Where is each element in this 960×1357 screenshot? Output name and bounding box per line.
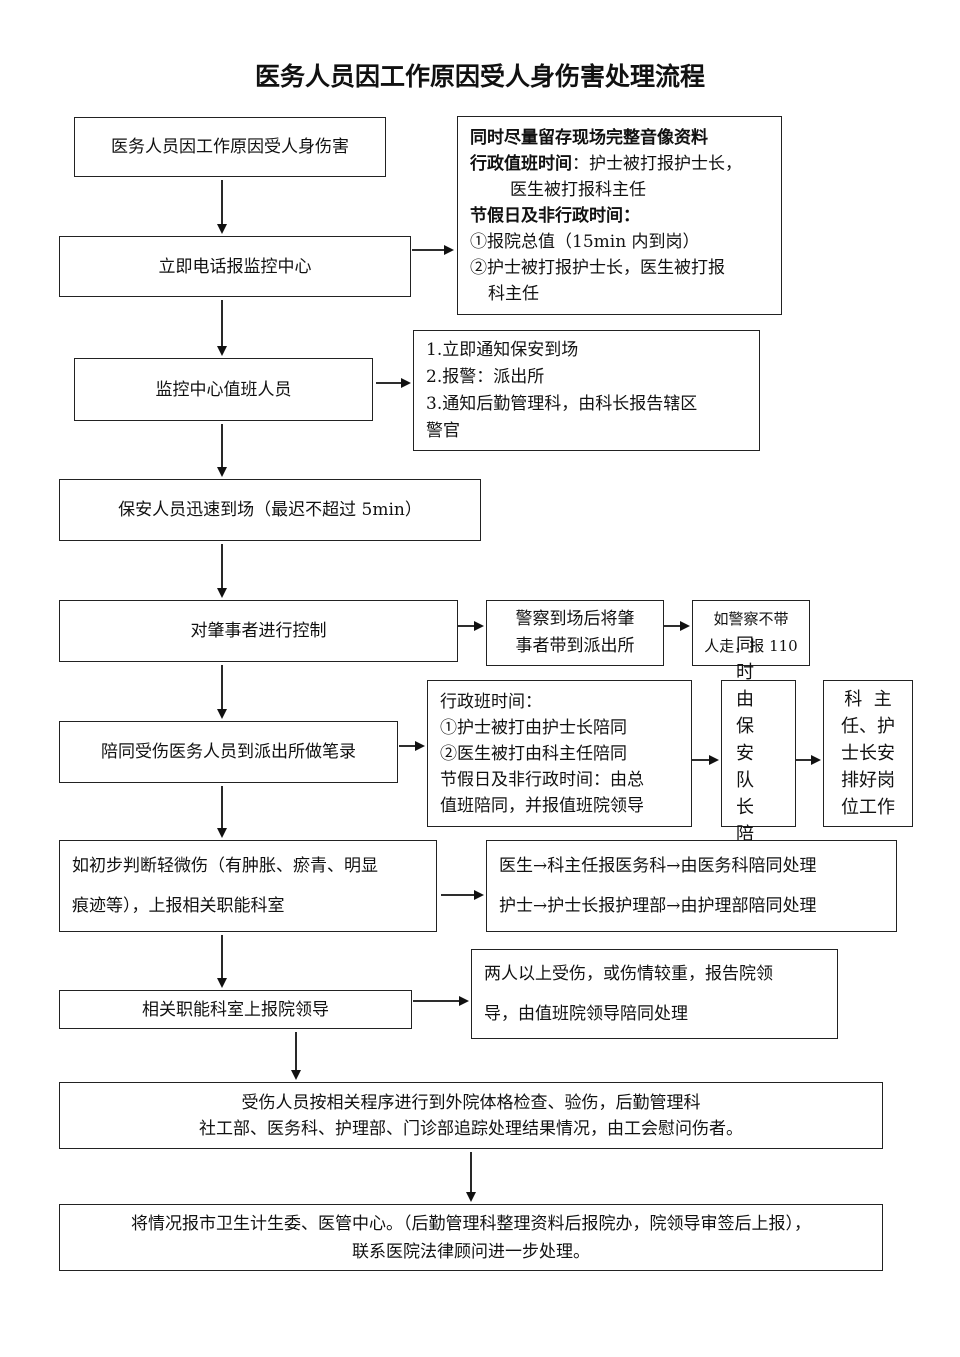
dept-report-box: 相关职能科室上报院领导 (59, 990, 412, 1029)
security-text: 保安人员迅速到场（最迟不超过 5min） (118, 500, 422, 520)
evidence-line: 医生被打报科主任 (510, 179, 646, 200)
serious-injury-box: 两人以上受伤，或伤情较重，报告院领 导，由值班院领导陪同处理 (471, 949, 838, 1039)
exam-line: 受伤人员按相关程序进行到外院体格检查、验伤，后勤管理科 (241, 1092, 701, 1113)
arrange-box: 科 主 任、护 士长安 排好岗 位工作 (823, 680, 913, 827)
security-box: 保安人员迅速到场（最迟不超过 5min） (59, 479, 481, 541)
evidence-line: ①报院总值（15min 内到岗） (470, 231, 700, 252)
evidence-line: 同时尽量留存现场完整音像资料 (470, 127, 708, 148)
accompany-rules-box: 行政班时间： ①护士被打由护士长陪同 ②医生被打由科主任陪同 节假日及非行政时间… (427, 680, 692, 827)
injury-box: 医务人员因工作原因受人身伤害 (74, 117, 386, 177)
monitor-staff-text: 监控中心值班人员 (155, 379, 292, 400)
monitor-action-line: 2.报警：派出所 (426, 366, 545, 387)
page-title: 医务人员因工作原因受人身伤害处理流程 (254, 62, 705, 91)
accompany-box: 陪同受伤医务人员到派出所做笔录 (59, 721, 398, 783)
minor-injury-line: 如初步判断轻微伤（有肿胀、瘀青、明显 (72, 856, 378, 876)
serious-injury-line: 导，由值班院领导陪同处理 (484, 1004, 688, 1024)
report-path-line: 医生→科主任报医务科→由医务科陪同处理 (499, 856, 817, 876)
exam-line: 社工部、医务科、护理部、门诊部追踪处理结果情况，由工会慰问伤者。 (199, 1118, 743, 1139)
final-box: 将情况报市卫生计生委、医管中心。（后勤管理科整理资料后报院办，院领导审签后上报）… (59, 1204, 883, 1271)
accompany-text: 陪同受伤医务人员到派出所做笔录 (101, 742, 356, 762)
accompany-rule-line: ②医生被打由科主任陪同 (440, 743, 627, 764)
monitor-actions-box: 1.立即通知保安到场 2.报警：派出所 3.通知后勤管理科，由科长报告辖区 警官 (413, 330, 760, 451)
dept-report-text: 相关职能科室上报院领导 (142, 999, 329, 1020)
evidence-line: 节假日及非行政时间： (470, 205, 640, 226)
report-paths-box: 医生→科主任报医务科→由医务科陪同处理 护士→护士长报护理部→由护理部陪同处理 (486, 840, 897, 932)
evidence-line: 行政值班时间：护士被打报护士长， (470, 153, 742, 174)
evidence-line: 科主任 (488, 283, 539, 304)
call-110-line: 如警察不带 (713, 610, 789, 628)
exam-box: 受伤人员按相关程序进行到外院体格检查、验伤，后勤管理科 社工部、医务科、护理部、… (59, 1082, 883, 1149)
police-take-line: 事者带到派出所 (515, 636, 635, 656)
accompany-rule-line: 行政班时间： (440, 691, 542, 712)
arrange-line: 排好岗 (841, 770, 895, 791)
final-line: 联系医院法律顾问进一步处理。 (352, 1241, 590, 1262)
final-line: 将情况报市卫生计生委、医管中心。（后勤管理科整理资料后报院办，院领导审签后上报）… (131, 1213, 811, 1234)
monitor-staff-box: 监控中心值班人员 (74, 358, 373, 421)
call-monitor-text: 立即电话报监控中心 (158, 256, 312, 277)
minor-injury-line: 痕迹等），上报相关职能科室 (72, 896, 285, 916)
evidence-box: 同时尽量留存现场完整音像资料 行政值班时间：护士被打报护士长， 医生被打报科主任… (457, 116, 782, 315)
monitor-action-line: 警官 (426, 420, 460, 441)
minor-injury-box: 如初步判断轻微伤（有肿胀、瘀青、明显 痕迹等），上报相关职能科室 (59, 840, 437, 932)
call-110-line: 人走，报 110 (704, 637, 798, 655)
control-box: 对肇事者进行控制 (59, 600, 458, 662)
control-text: 对肇事者进行控制 (190, 621, 327, 641)
evidence-line: ②护士被打报护士长，医生被打报 (470, 257, 725, 278)
serious-injury-line: 两人以上受伤，或伤情较重，报告院领 (484, 964, 773, 984)
monitor-action-line: 3.通知后勤管理科，由科长报告辖区 (426, 393, 698, 414)
police-take-box: 警察到场后将肇 事者带到派出所 (486, 600, 664, 666)
security-chief-line: 同 时 (736, 635, 768, 683)
call-110-box: 如警察不带 人走，报 110 (692, 600, 810, 666)
arrange-line: 士长安 (841, 743, 895, 764)
security-chief-line: 安 队 (736, 743, 768, 791)
security-chief-line: 由 保 (736, 689, 768, 737)
arrange-line: 科 主 (844, 689, 892, 710)
arrange-line: 任、护 (841, 716, 895, 737)
arrange-line: 位工作 (841, 797, 895, 818)
police-take-line: 警察到场后将肇 (515, 609, 635, 629)
accompany-rule-line: 节假日及非行政时间：由总 (440, 769, 644, 790)
accompany-rule-line: 值班陪同，并报值班院领导 (440, 795, 644, 816)
injury-text: 医务人员因工作原因受人身伤害 (111, 137, 349, 157)
report-path-line: 护士→护士长报护理部→由护理部陪同处理 (499, 896, 817, 916)
call-monitor-box: 立即电话报监控中心 (59, 236, 411, 297)
security-chief-line: 长 陪 (736, 797, 768, 845)
accompany-rule-line: ①护士被打由护士长陪同 (440, 717, 627, 738)
monitor-action-line: 1.立即通知保安到场 (426, 339, 579, 360)
